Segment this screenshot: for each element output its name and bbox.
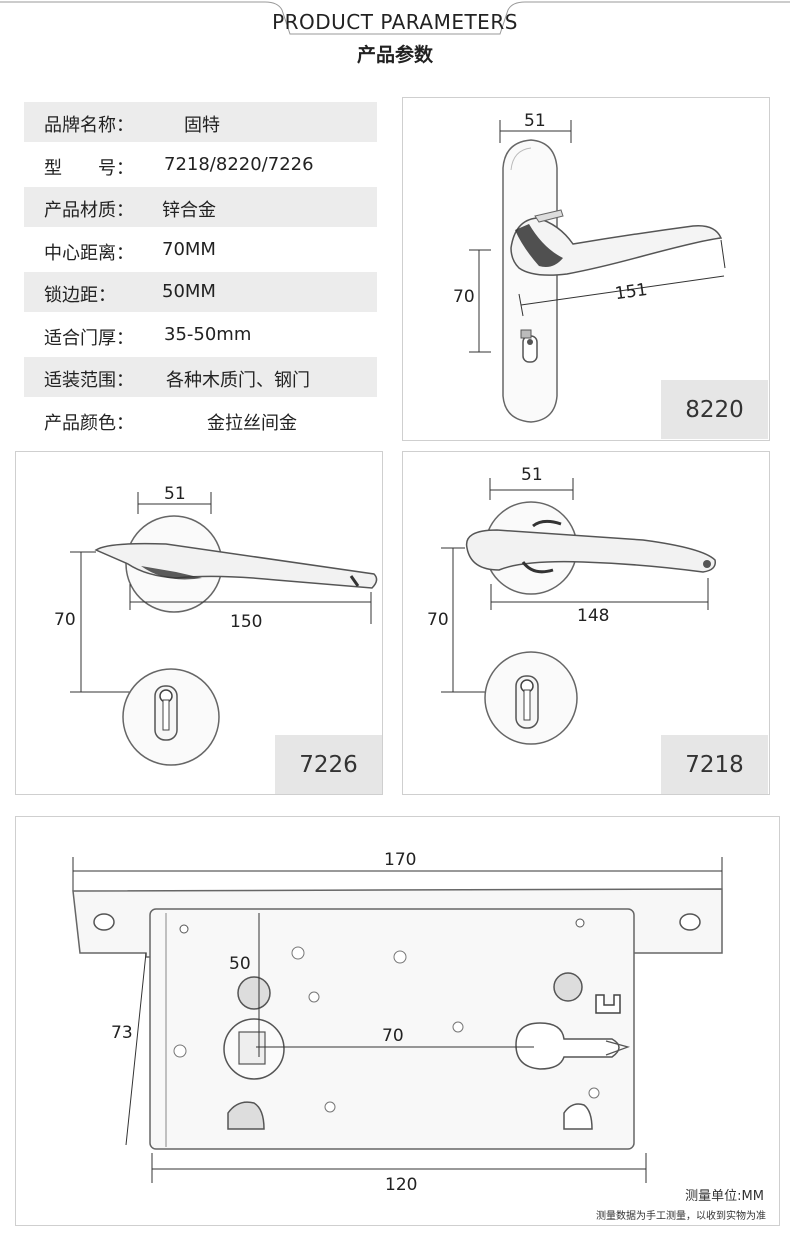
param-value: 各种木质门、钢门 [166,370,310,391]
dimension-label-side: 70 [427,610,449,630]
dimension-label-top: 51 [521,465,543,485]
title-english: PRODUCT PARAMETERS [272,10,518,34]
param-row-center-distance: 中心距离： 70MM [24,230,377,270]
dimension-label-top: 51 [164,484,186,504]
param-label: 型 号： [44,158,134,179]
model-tag-7218: 7218 [661,735,768,794]
param-value: 7218/8220/7226 [164,154,314,175]
dimension-label-side: 70 [453,287,475,307]
measurement-unit-note: 测量单位:MM [685,1189,764,1204]
product-panel-8220: 51 70 151 8220 [402,97,770,441]
param-row-door-thickness: 适合门厚： 35-50mm [24,315,377,355]
param-label: 中心距离： [44,243,134,264]
model-tag-8220: 8220 [661,380,768,439]
dimension-label-width: 170 [384,850,417,870]
param-label: 锁边距： [44,285,116,306]
param-label: 品牌名称： [44,115,134,136]
dimension-label-backset: 50 [229,954,251,974]
dimension-label-side: 70 [54,610,76,630]
param-row-backset: 锁边距： 50MM [24,272,377,312]
param-value: 固特 [184,115,220,136]
title-chinese: 产品参数 [356,44,433,66]
product-panel-7226: 51 70 150 7226 [15,451,383,795]
param-label: 产品材质： [44,200,134,221]
param-row-color: 产品颜色： 金拉丝间金 [24,400,377,440]
param-value: 锌合金 [162,200,216,221]
model-tag-7226: 7226 [275,735,382,794]
param-label: 适合门厚： [44,328,134,349]
param-label: 适装范围： [44,370,134,391]
param-row-scope: 适装范围： 各种木质门、钢门 [24,357,377,397]
measurement-disclaimer: 测量数据为手工测量，以收到实物为准 [596,1211,766,1222]
handle-7218-drawing [441,478,716,745]
lockbody-drawing [72,857,723,1183]
param-value: 50MM [162,281,216,302]
product-panel-7218: 51 70 148 7218 [402,451,770,795]
param-row-material: 产品材质： 锌合金 [24,187,377,227]
param-row-model: 型 号： 7218/8220/7226 [24,145,377,185]
header-decoration [0,1,790,35]
param-row-brand: 品牌名称： 固特 [24,102,377,142]
dimension-label-top: 51 [524,111,546,131]
param-value: 金拉丝间金 [207,413,297,434]
dimension-label-length: 150 [230,612,263,632]
handle-8220-drawing [469,120,726,423]
lockbody-panel: 170 50 73 70 120 [15,816,780,1226]
dimension-label-center: 70 [382,1026,404,1046]
param-label: 产品颜色： [44,413,134,434]
param-value: 35-50mm [164,324,252,345]
handle-7226-drawing [70,492,378,766]
dimension-label-height: 73 [111,1023,133,1043]
dimension-label-case: 120 [385,1175,418,1195]
param-value: 70MM [162,239,216,260]
dimension-label-length: 148 [577,606,610,626]
